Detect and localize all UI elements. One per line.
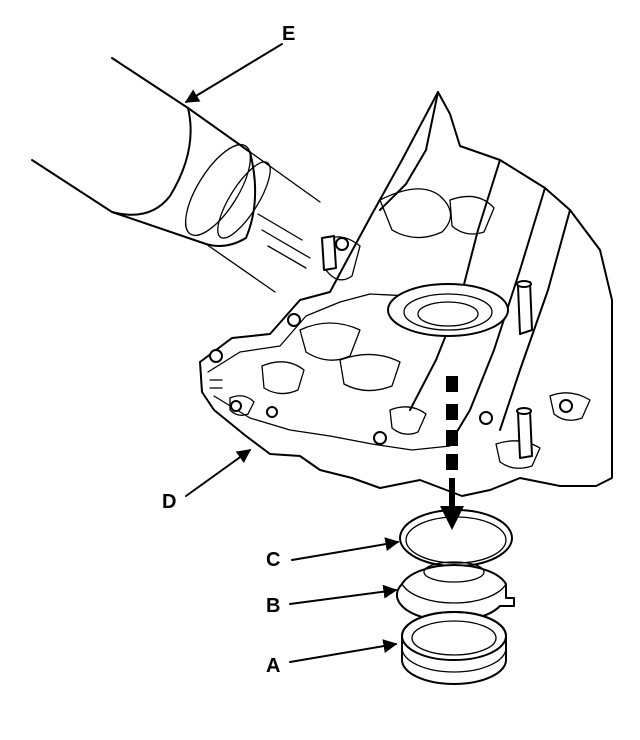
leader-b xyxy=(289,584,398,605)
callout-c: C xyxy=(266,549,280,571)
callout-e: E xyxy=(282,23,295,45)
install-direction-arrow xyxy=(440,376,464,530)
leader-c xyxy=(291,537,400,561)
driver-tool xyxy=(31,57,321,293)
callout-d: D xyxy=(162,491,176,513)
part-a-bearing-race xyxy=(401,611,507,685)
part-b-shim xyxy=(395,561,515,623)
leader-a xyxy=(289,639,398,663)
leader-e xyxy=(184,43,283,103)
leader-lines xyxy=(184,43,400,663)
callout-b: B xyxy=(266,595,280,617)
leader-d xyxy=(185,449,252,497)
callout-a: A xyxy=(266,655,280,677)
transmission-housing xyxy=(199,91,613,497)
